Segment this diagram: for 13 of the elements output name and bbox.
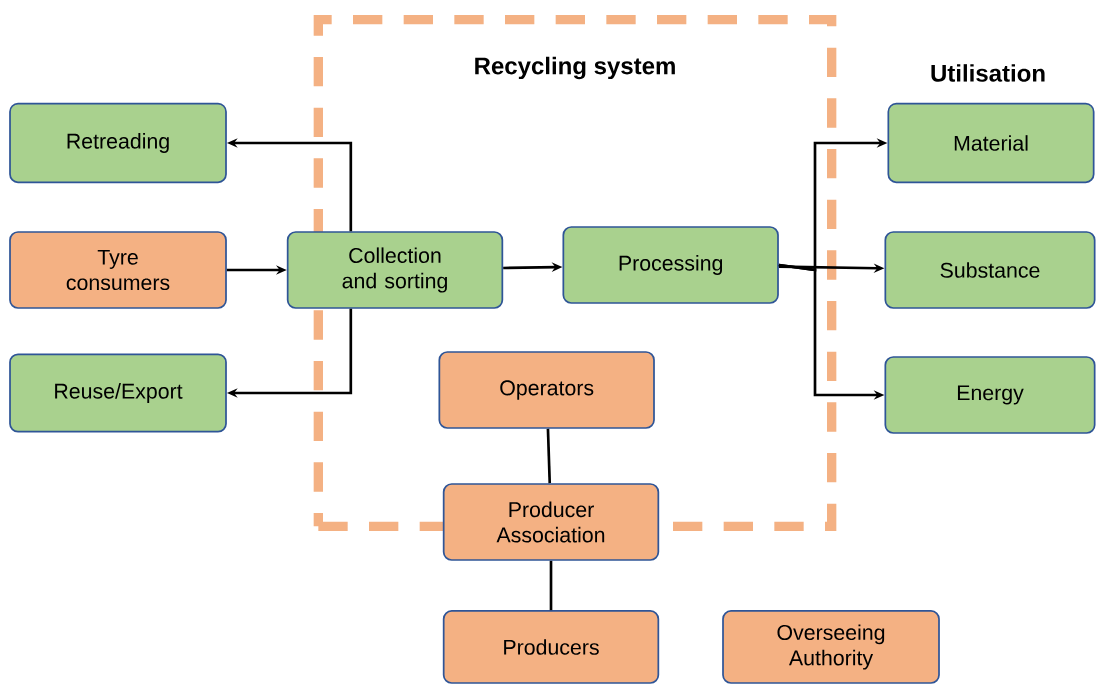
process-box: Overseeing Authority [722, 610, 940, 684]
process-box: Material [887, 102, 1095, 184]
process-box: Reuse/Export [9, 353, 227, 433]
section-heading: Utilisation [931, 64, 1045, 82]
process-box: Processing [562, 226, 779, 304]
process-box: Tyre consumers [9, 231, 227, 309]
process-box: Substance [884, 231, 1096, 309]
process-box: Operators [438, 351, 655, 429]
process-box: Collection and sorting [286, 231, 504, 309]
process-box: Energy [884, 356, 1096, 434]
process-box: Producers [442, 610, 660, 684]
process-box: Retreading [9, 102, 227, 184]
process-box: Producer Association [442, 483, 660, 561]
